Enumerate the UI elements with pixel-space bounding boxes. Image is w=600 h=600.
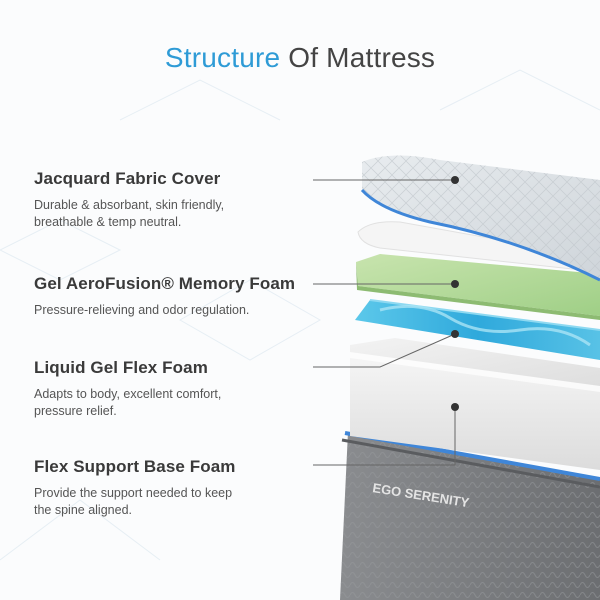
jacquard-cover-layer [360, 155, 600, 282]
layer-description: Provide the support needed to keep the s… [34, 485, 304, 519]
layer-gel-memory-foam: Gel AeroFusion® Memory Foam Pressure-rel… [34, 274, 304, 319]
layer-description-line: pressure relief. [34, 404, 117, 418]
thin-comfort-layer [357, 221, 600, 273]
title-rest: Of Mattress [280, 42, 436, 73]
layer-description-line: Adapts to body, excellent comfort, [34, 387, 222, 401]
layer-name: Gel AeroFusion® Memory Foam [34, 274, 296, 293]
layer-name: Jacquard Fabric Cover [34, 169, 221, 188]
layer-flex-support-base: Flex Support Base Foam Provide the suppo… [34, 457, 304, 519]
layer-name: Flex Support Base Foam [34, 457, 236, 476]
callout-dot [451, 403, 459, 411]
layer-name: Liquid Gel Flex Foam [34, 358, 208, 377]
callout-dots [451, 176, 459, 411]
layer-jacquard-cover: Jacquard Fabric Cover Durable & absorban… [34, 169, 304, 231]
page-title: Structure Of Mattress [0, 42, 600, 74]
layer-description-line: breathable & temp neutral. [34, 215, 182, 229]
callout-lines [313, 179, 456, 466]
layer-description: Adapts to body, excellent comfort, press… [34, 386, 304, 420]
title-accent: Structure [164, 42, 281, 73]
memory-foam-layer [356, 254, 600, 320]
callout-line-base [313, 407, 456, 466]
layer-description-line: the spine aligned. [34, 503, 132, 517]
callout-dot [451, 330, 459, 338]
callout-line-gel [313, 333, 456, 368]
layer-description: Durable & absorbant, skin friendly, brea… [34, 197, 304, 231]
layer-description-line: Pressure-relieving and odor regulation. [34, 303, 250, 317]
base-foam-white-block [350, 338, 600, 470]
layer-liquid-gel-flex-foam: Liquid Gel Flex Foam Adapts to body, exc… [34, 358, 304, 420]
layer-description-line: Durable & absorbant, skin friendly, [34, 198, 225, 212]
callout-dot [451, 176, 459, 184]
callout-dot [451, 280, 459, 288]
liquid-gel-layer [355, 299, 600, 360]
base-foam-grey-block [340, 431, 600, 600]
layer-description: Pressure-relieving and odor regulation. [34, 302, 304, 319]
layer-description-line: Provide the support needed to keep [34, 486, 233, 500]
